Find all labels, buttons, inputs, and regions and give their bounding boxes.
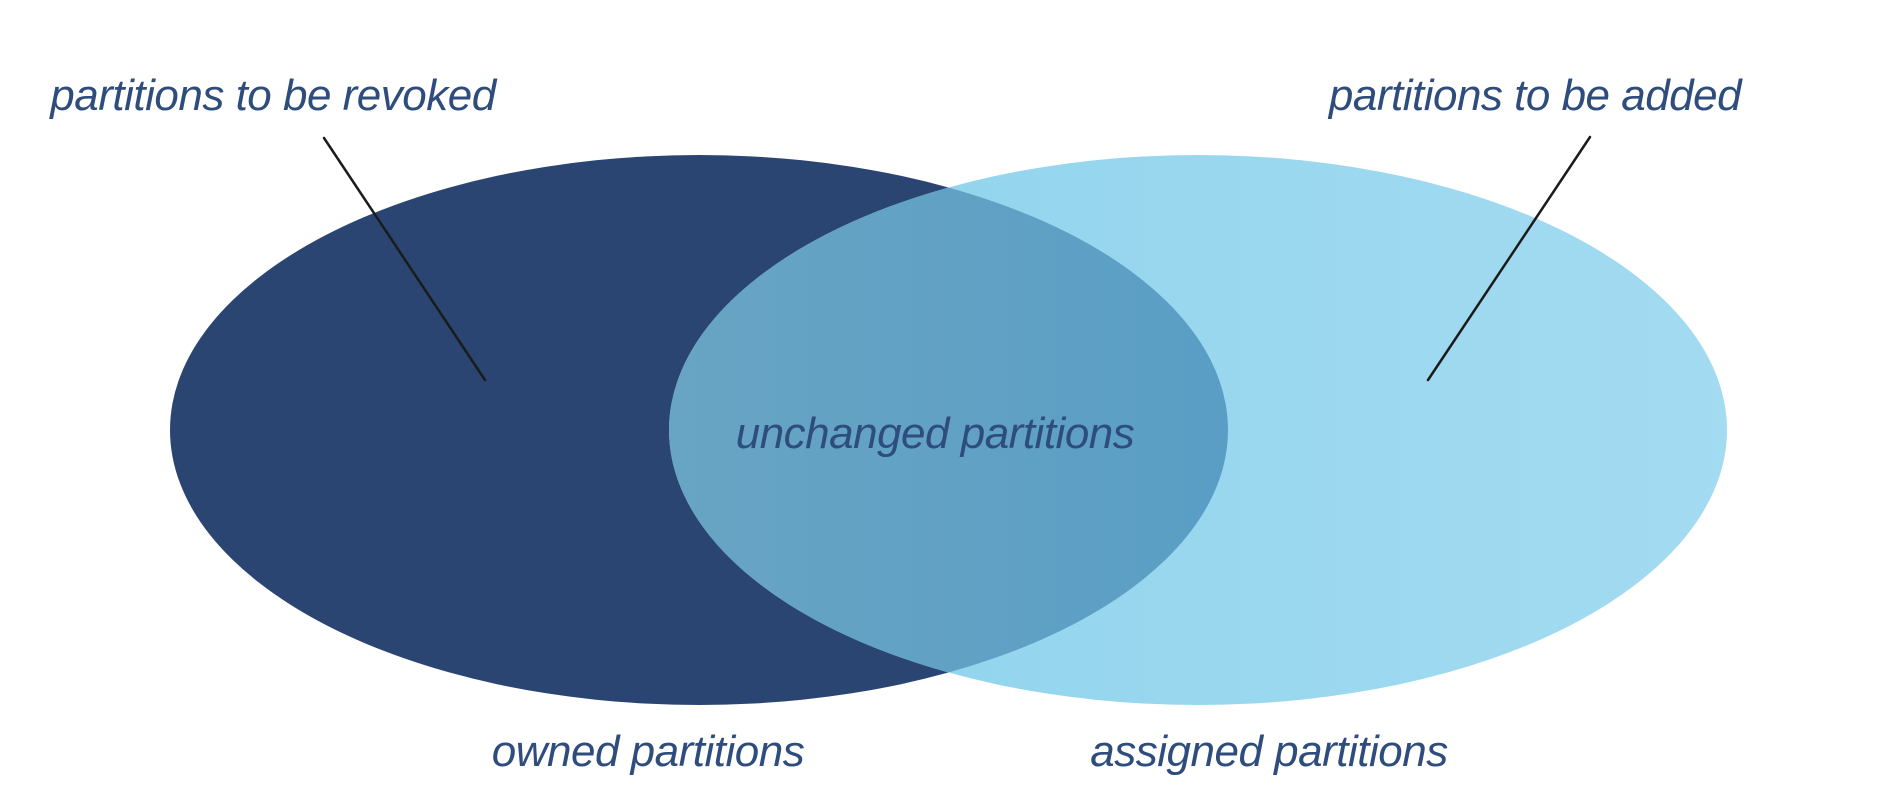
- label-partitions-to-be-added: partitions to be added: [1328, 71, 1742, 120]
- label-assigned-partitions: assigned partitions: [1090, 727, 1448, 776]
- revoked-pointer-line: [322, 136, 487, 382]
- label-unchanged-partitions: unchanged partitions: [735, 409, 1135, 458]
- added-pointer-line: [1426, 135, 1592, 382]
- intersection-region: [669, 155, 1228, 705]
- label-partitions-to-be-revoked: partitions to be revoked: [50, 71, 496, 120]
- label-owned-partitions: owned partitions: [491, 727, 805, 776]
